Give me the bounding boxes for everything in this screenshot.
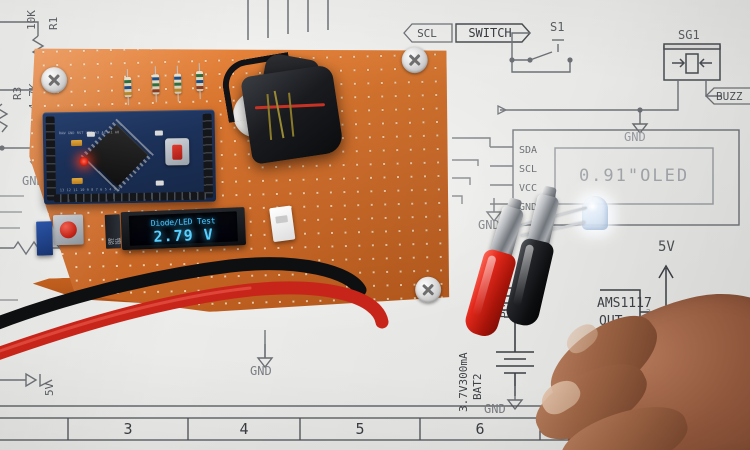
test-lead-wires: [0, 257, 389, 360]
black-tape-bundle: [240, 64, 345, 165]
black-test-lead: [0, 257, 367, 330]
buzzer-symbol-sg1: [663, 43, 721, 81]
smd-capacitor: [154, 130, 163, 136]
designator-r3: R3: [11, 86, 24, 100]
designator-r1: R1: [47, 16, 60, 30]
net-label-buzz-text: BUZZ: [716, 89, 743, 103]
led-under-test: [582, 196, 608, 230]
regulator-name: AMS1117: [597, 296, 652, 311]
value-r1: 10K: [25, 10, 38, 30]
wire-strand: [273, 90, 285, 139]
resistor: [195, 63, 205, 100]
wire-strand: [288, 92, 295, 137]
power-label-5v: 5V: [658, 239, 675, 255]
box-label-switch-text: SWITCH: [468, 26, 512, 40]
smd-component: [71, 139, 83, 147]
resistor: [173, 65, 183, 102]
wire-strand: [266, 93, 273, 140]
designator-s1: S1: [550, 20, 565, 34]
resistor: [123, 69, 133, 106]
oled-pin-sda: SDA: [519, 145, 538, 156]
red-lead-highlight: [0, 286, 252, 353]
power-led: [79, 156, 89, 166]
designator-sg1: SG1: [678, 28, 700, 42]
red-test-lead: [0, 281, 389, 360]
gnd-label: GND: [484, 402, 506, 416]
oled-pin-scl: SCL: [519, 164, 538, 175]
gnd-label: GND: [624, 130, 646, 144]
reset-button[interactable]: [164, 138, 190, 166]
resistor: [151, 66, 161, 103]
